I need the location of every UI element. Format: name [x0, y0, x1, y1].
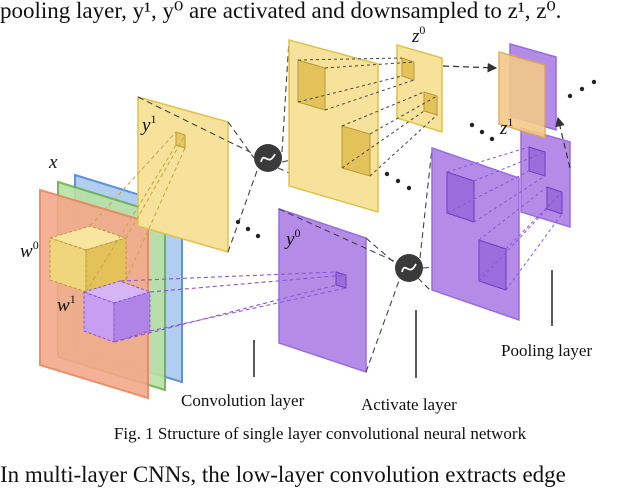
- figure-caption: Fig. 1 Structure of single layer convolu…: [113, 424, 527, 443]
- pooled-map-z0: [396, 44, 443, 134]
- pooled-map-z1-patch-top: [528, 146, 546, 177]
- label-w1: w1: [57, 292, 76, 316]
- pooled-map-z1-patch-bottom: [546, 186, 563, 215]
- pooled-map-z1: [520, 127, 571, 229]
- pooled-map-z0-patch-top: [401, 57, 415, 81]
- label-activate-layer: Activate layer: [361, 395, 457, 414]
- arrow-z1-to-output: [555, 116, 571, 169]
- activated-map-purple: [431, 146, 520, 322]
- output-map-yellow: [498, 51, 546, 140]
- arrow-z0-to-output: [442, 62, 498, 73]
- pooled-map-z0-patch-bottom: [423, 91, 438, 116]
- body-text-bottom: In multi-layer CNNs, the low-layer convo…: [0, 462, 566, 487]
- label-y0: y0: [284, 226, 300, 250]
- pooling-connections: [297, 57, 563, 291]
- ellipsis-dots: [235, 79, 597, 239]
- label-convolution-layer: Convolution layer: [181, 391, 305, 410]
- activated-map-purple-patch-top: [446, 171, 475, 223]
- activated-map-yellow-patch-bottom: [341, 125, 371, 177]
- activation-node-bottom: [395, 254, 423, 282]
- label-z1: z1: [499, 115, 513, 139]
- cnn-structure-figure: x w0 w1 y1 y0 z0 z1 Convolution layer Ac…: [20, 23, 597, 414]
- label-z0: z0: [411, 23, 425, 47]
- activated-map-yellow-patch-top: [297, 59, 326, 111]
- body-text-top: pooling layer, y¹, y⁰ are activated and …: [0, 0, 562, 23]
- activated-map-purple-patch-bottom: [478, 239, 507, 291]
- label-pooling-layer: Pooling layer: [501, 341, 592, 360]
- kernel-w1-cube: [82, 280, 152, 343]
- kernel-w0-cube: [48, 225, 128, 293]
- activation-node-top: [254, 144, 282, 172]
- feature-map-y1-patch: [175, 131, 186, 149]
- label-y1: y1: [140, 112, 156, 136]
- feature-map-y0-patch: [335, 271, 347, 289]
- label-w0: w0: [20, 238, 39, 262]
- label-x: x: [48, 152, 58, 173]
- conv-connections: [85, 131, 347, 343]
